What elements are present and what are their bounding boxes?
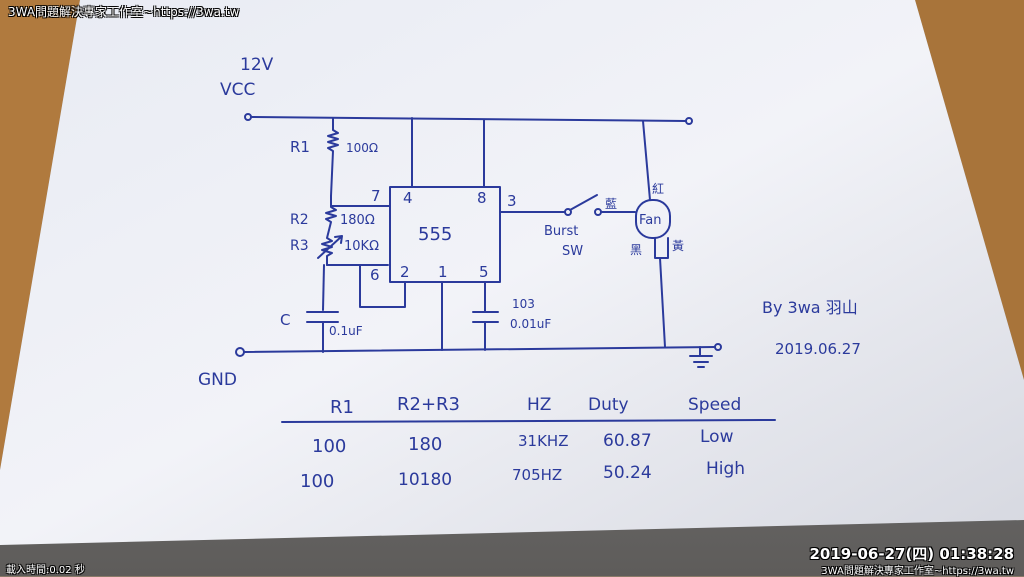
pin-7: 7: [371, 187, 381, 205]
c-name: C: [280, 311, 290, 329]
r3-value: 10KΩ: [344, 239, 379, 254]
table-row: 100 10180 705HZ 50.24 High: [300, 459, 745, 492]
supply-voltage-label: 12V: [240, 55, 274, 75]
table-row: 100 180 31KHZ 60.87 Low: [312, 427, 734, 457]
date-label: 2019.06.27: [775, 340, 861, 358]
switch-label-1: Burst: [544, 224, 578, 239]
table-header: Speed: [688, 395, 741, 415]
pin-5: 5: [479, 263, 489, 281]
fan-label: Fan: [639, 213, 662, 228]
watermark-top: 3WA問題解決專家工作室~https://3wa.tw: [8, 5, 240, 19]
table-cell: 60.87: [603, 431, 652, 451]
results-table: R1 R2+R3 HZ Duty Speed 100 180 31KHZ 60.…: [281, 394, 776, 492]
vcc-label: VCC: [220, 80, 255, 100]
c2-value: 0.01uF: [510, 317, 551, 331]
table-cell: 100: [312, 436, 346, 457]
author-label: By 3wa 羽山: [762, 298, 858, 317]
c2-code: 103: [512, 297, 535, 311]
wire-blue-label: 藍: [605, 197, 617, 211]
table-header: Duty: [588, 395, 629, 415]
r2-value: 180Ω: [340, 213, 375, 228]
table-cell: 100: [300, 471, 334, 492]
timestamp: 2019-06-27(四) 01:38:28: [809, 545, 1015, 563]
pin-3: 3: [507, 192, 517, 210]
c-value: 0.1uF: [329, 324, 363, 338]
r1-name: R1: [290, 138, 310, 156]
wire-yellow-label: 黃: [672, 239, 684, 253]
wire-black-label: 黑: [630, 243, 642, 257]
table-cell: 10180: [398, 470, 452, 490]
pin-4: 4: [403, 189, 413, 207]
table-header: R1: [330, 397, 354, 418]
table-header: R2+R3: [397, 394, 460, 415]
circuit-labels: 12V VCC GND R1 100Ω R2 180Ω R3 10KΩ C 0.…: [198, 55, 861, 390]
r2-name: R2: [290, 212, 309, 228]
circuit-wires: [235, 113, 722, 368]
r3-name: R3: [290, 238, 309, 254]
table-cell: 180: [408, 434, 442, 455]
pin-2: 2: [400, 263, 410, 281]
gnd-label: GND: [198, 370, 237, 390]
wire-red-label: 紅: [652, 182, 664, 196]
pin-1: 1: [438, 263, 448, 281]
table-cell: 31KHZ: [518, 432, 568, 450]
table-cell: 50.24: [603, 463, 652, 483]
load-time: 載入時間:0.02 秒: [6, 565, 85, 576]
table-cell: Low: [700, 427, 734, 447]
paper-sheet: [0, 0, 1024, 545]
pin-8: 8: [477, 189, 487, 207]
watermark-bottom: 3WA問題解決專家工作室~https://3wa.tw: [821, 566, 1014, 577]
r1-value: 100Ω: [346, 141, 378, 155]
switch-label-2: SW: [562, 244, 583, 259]
table-cell: 705HZ: [512, 466, 562, 484]
ic-label: 555: [418, 224, 452, 245]
table-cell: High: [706, 459, 745, 479]
pin-6: 6: [370, 266, 380, 284]
table-header: HZ: [527, 395, 551, 415]
